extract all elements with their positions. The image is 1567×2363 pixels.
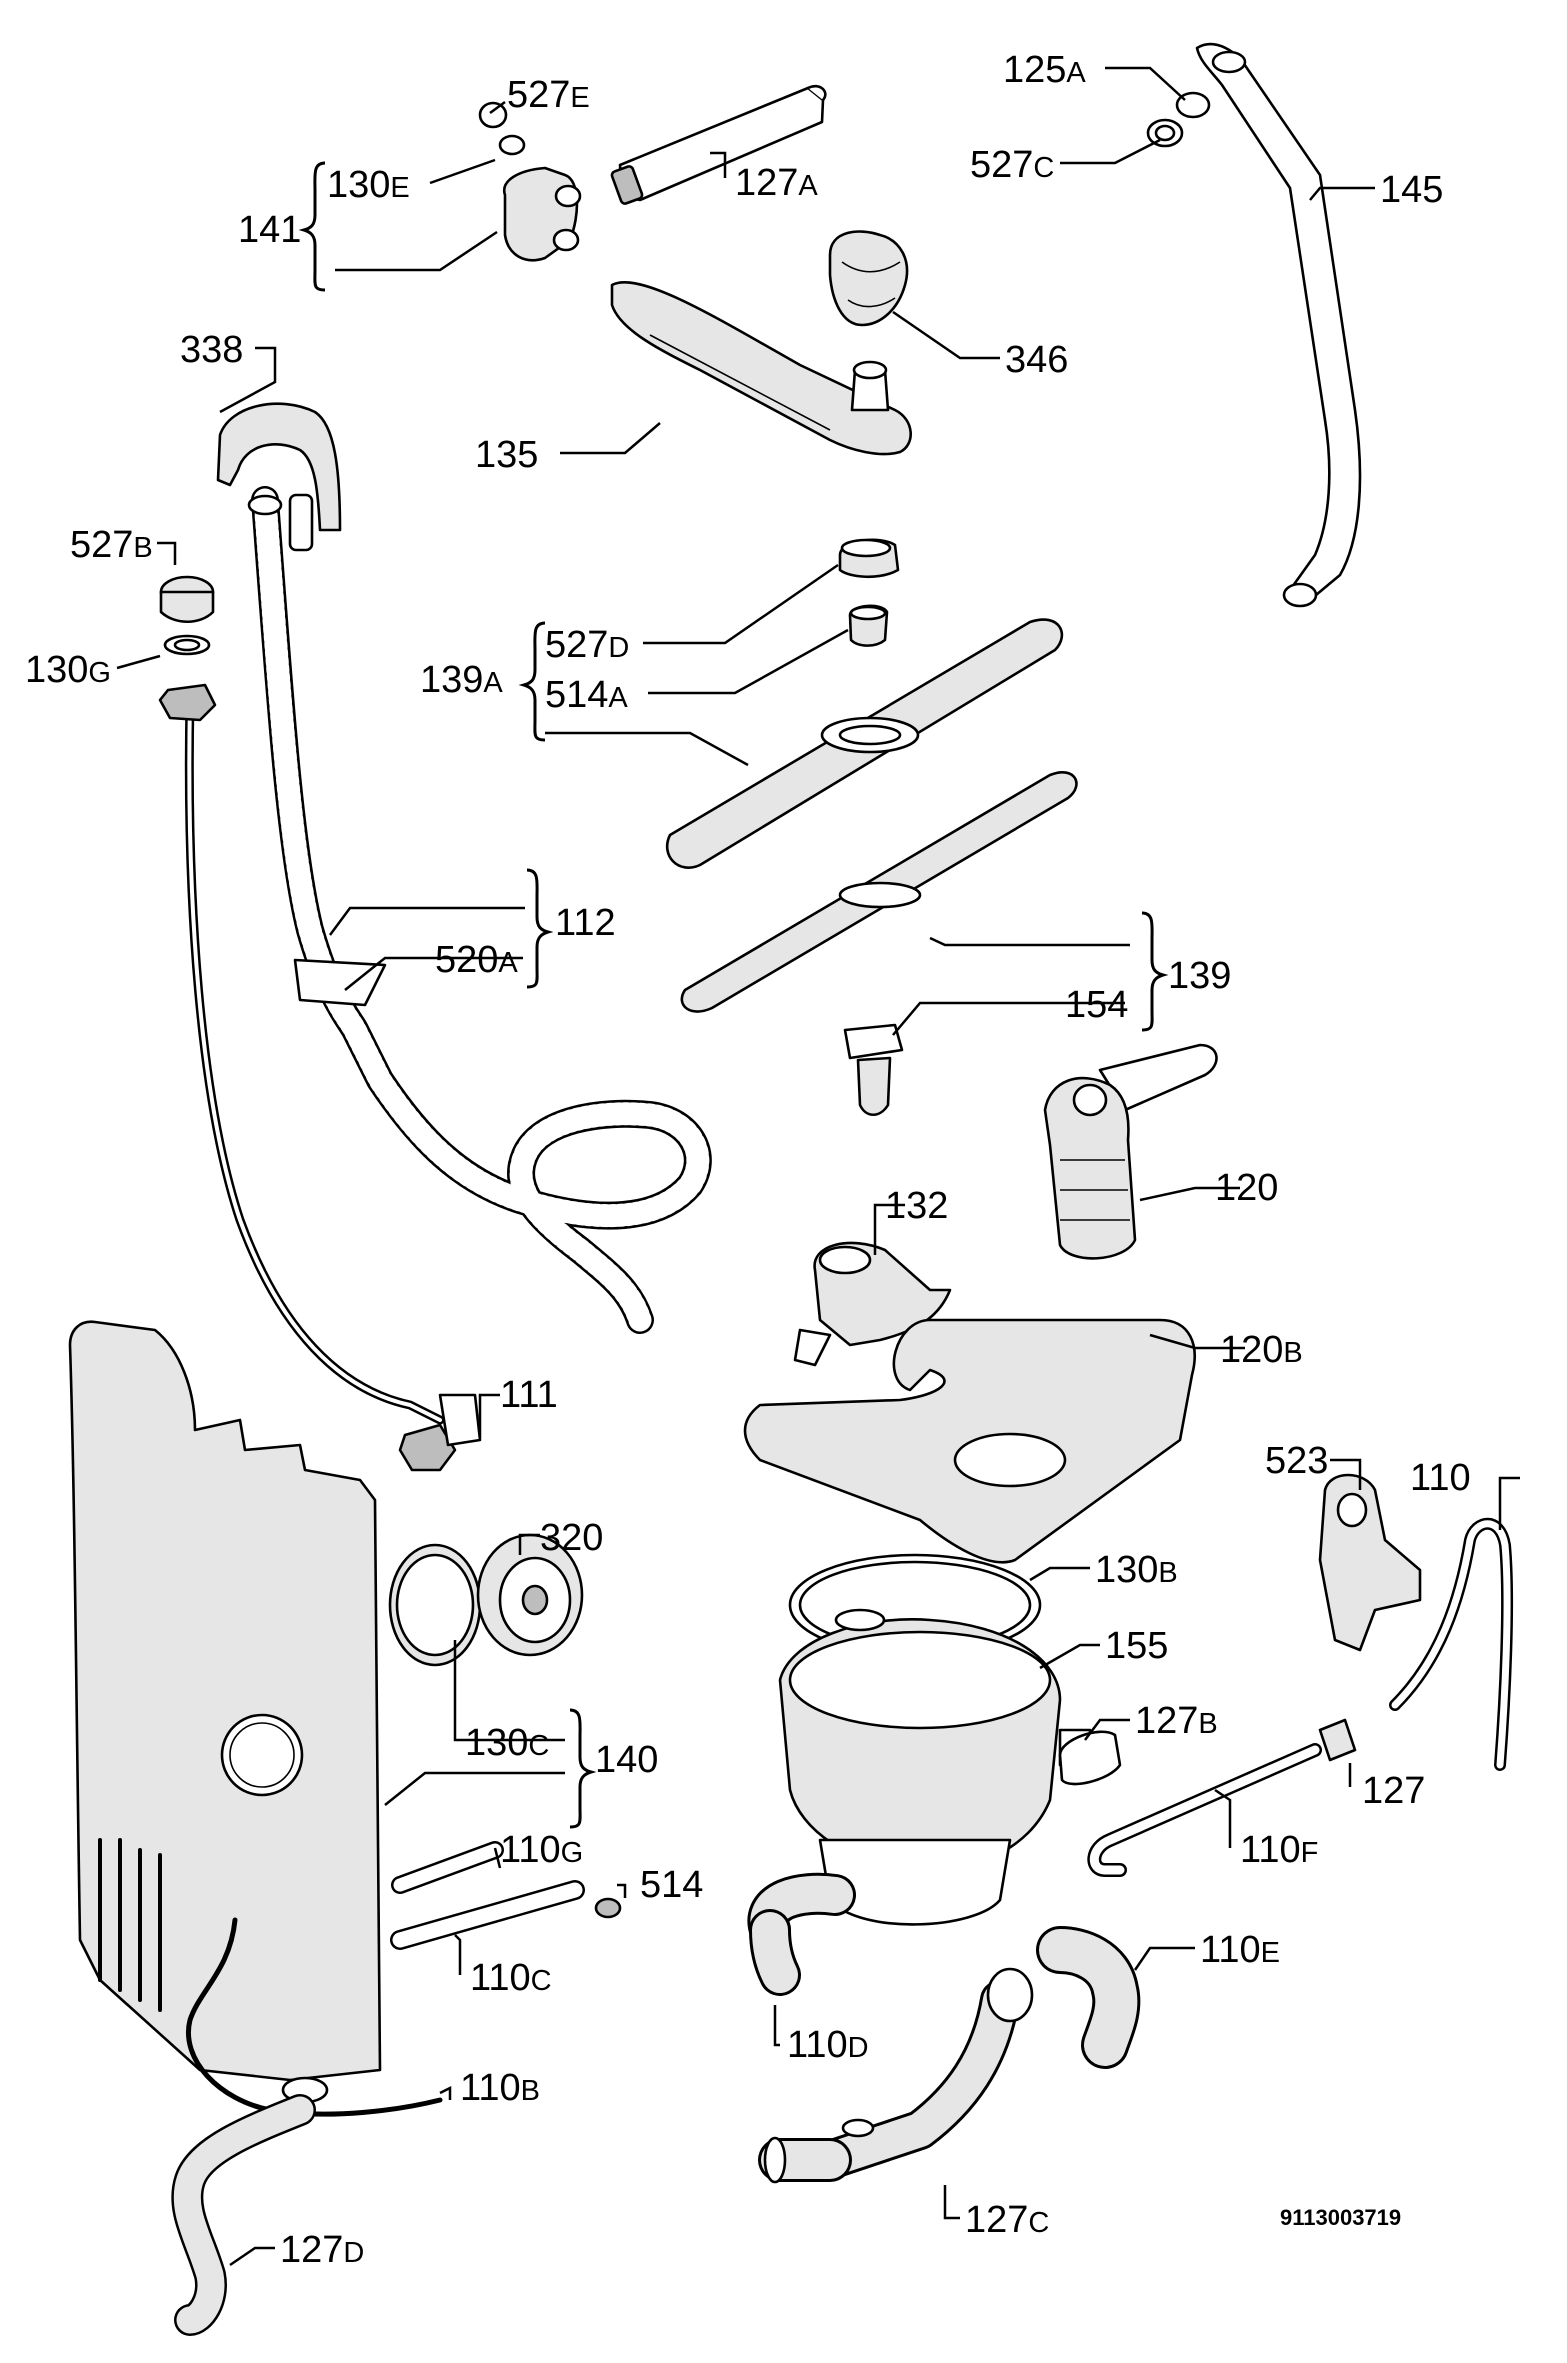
- label-527c: 527C: [970, 144, 1054, 186]
- label-155: 155: [1105, 1625, 1168, 1667]
- label-111: 111: [500, 1374, 558, 1416]
- label-110g: 110G: [500, 1829, 583, 1871]
- label-130c: 130C: [465, 1722, 549, 1764]
- label-110c: 110C: [470, 1957, 552, 1999]
- label-514a: 514A: [545, 674, 628, 716]
- label-127a: 127A: [735, 162, 818, 204]
- side-components-group: [68, 1320, 1514, 2336]
- label-527e: 527E: [507, 74, 590, 116]
- label-127b: 127B: [1135, 1700, 1218, 1742]
- label-130b: 130B: [1095, 1549, 1178, 1591]
- hoses-left-group: [158, 486, 712, 1472]
- lower-spray-arms-group: [665, 538, 1218, 1367]
- upper-spray-arm-group: [216, 42, 1362, 608]
- document-number: 9113003719: [1280, 2205, 1401, 2230]
- label-132: 132: [885, 1185, 948, 1227]
- label-110f: 110F: [1240, 1829, 1318, 1871]
- label-514: 514: [640, 1864, 703, 1906]
- label-120b: 120B: [1220, 1329, 1303, 1371]
- filter-sump-group: [743, 1318, 1196, 1926]
- label-145: 145: [1380, 169, 1443, 211]
- label-127d: 127D: [280, 2229, 364, 2271]
- label-523: 523: [1265, 1440, 1328, 1482]
- label-120: 120: [1215, 1167, 1278, 1209]
- label-110d: 110D: [787, 2024, 869, 2066]
- label-127: 127: [1362, 1770, 1425, 1812]
- part-labels: 527E 130E 141 127A 125A 527C 145 346 338…: [25, 49, 1471, 2271]
- leader-lines: [116, 66, 1520, 2267]
- label-139: 139: [1168, 955, 1231, 997]
- label-110e: 110E: [1200, 1929, 1280, 1971]
- label-154: 154: [1065, 984, 1128, 1026]
- label-125a: 125A: [1003, 49, 1086, 91]
- label-110b: 110B: [460, 2067, 540, 2109]
- label-139a: 139A: [420, 659, 503, 701]
- label-135: 135: [475, 434, 538, 476]
- label-110: 110: [1410, 1457, 1471, 1499]
- label-130g: 130G: [25, 649, 111, 691]
- label-320: 320: [540, 1517, 603, 1559]
- label-140: 140: [595, 1739, 658, 1781]
- label-112: 112: [555, 902, 616, 944]
- label-338: 338: [180, 329, 243, 371]
- label-346: 346: [1005, 339, 1068, 381]
- label-130e: 130E: [327, 164, 410, 206]
- label-141: 141: [238, 209, 301, 251]
- label-527d: 527D: [545, 624, 629, 666]
- label-520a: 520A: [435, 939, 518, 981]
- label-527b: 527B: [70, 524, 153, 566]
- label-127c: 127C: [965, 2199, 1049, 2241]
